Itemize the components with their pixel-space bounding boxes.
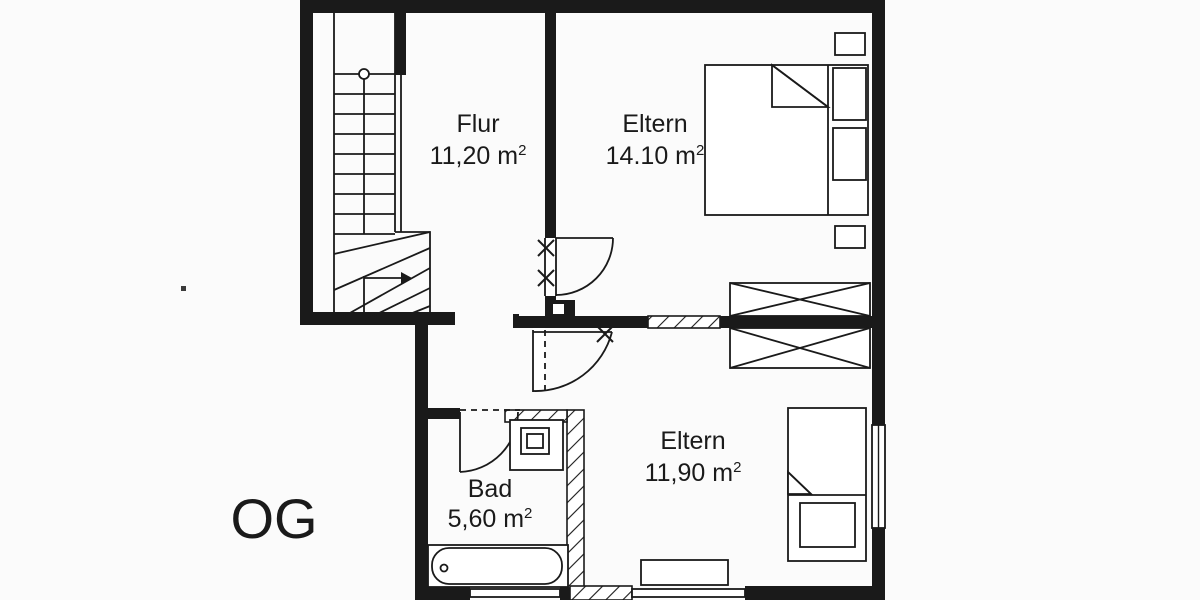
room-label-flur-area: 11,20 m2 (430, 142, 527, 170)
room-label-bad-name: Bad (468, 475, 512, 503)
room-label-eltern2-area: 11,90 m2 (645, 459, 742, 487)
furniture-eltern1 (704, 32, 869, 249)
bed-pillow-1 (832, 67, 867, 121)
wall-bad-left-stub (428, 408, 460, 419)
wall-exterior-top (300, 0, 885, 13)
wardrobe-lower-x2 (729, 327, 871, 369)
hatched-wall-group (504, 315, 721, 600)
furniture-wardrobes (729, 282, 871, 369)
wall-hatched-bottom (569, 585, 633, 600)
wall-hatched-corridor (647, 315, 721, 329)
window-bottom-eltern2 (631, 588, 746, 598)
toilet-outer (520, 427, 550, 455)
stair-winder-5 (394, 305, 431, 321)
bed-pillow-2 (832, 127, 867, 181)
wall-exterior-left-upper (300, 0, 313, 325)
room-labels: Flur 11,20 m2 Eltern 14.10 m2 Bad 5,60 m… (230, 110, 741, 550)
wall-interior-horizontal-left (513, 316, 673, 328)
furniture-bad (427, 419, 569, 588)
stair-winder-1 (333, 231, 431, 255)
hinge-marks-eltern1 (537, 239, 555, 287)
door-swing-eltern2 (532, 331, 613, 392)
door-opening-eltern2 (533, 328, 545, 390)
wall-hatched-bad-right (566, 409, 585, 589)
stair-winder-4 (364, 287, 431, 321)
bathtub (431, 547, 563, 585)
wall-interior-horizontal-right (718, 316, 885, 328)
toilet-inner (526, 433, 544, 449)
wall-junction-void (553, 304, 564, 314)
wall-exterior-bottom-right (745, 586, 885, 600)
room-label-flur-name: Flur (456, 110, 499, 138)
staircase (333, 13, 431, 322)
nightstand-bottom (834, 225, 866, 249)
stair-wall-block (395, 13, 406, 75)
single-bed-duvet-diagonal (787, 471, 813, 496)
hinge-marks-eltern2 (596, 325, 614, 343)
stair-winder-3 (340, 267, 431, 319)
single-bed-pillow (799, 502, 856, 548)
stair-start-marker (358, 68, 370, 80)
room-label-eltern1-area: 14.10 m2 (606, 142, 705, 170)
stair-winder-2 (333, 247, 431, 291)
room-label-eltern2-name: Eltern (660, 427, 725, 455)
wall-interior-horizontal-cap (513, 314, 519, 328)
floor-level-label: OG (230, 487, 317, 550)
furniture-eltern2 (640, 407, 867, 586)
wall-exterior-left-lower (415, 312, 428, 600)
stair-direction-arrow (401, 272, 412, 284)
wall-interior-flur-eltern1 (545, 0, 556, 238)
room-label-eltern1-name: Eltern (622, 110, 687, 138)
bed-duvet-diagonal (771, 64, 829, 108)
artifact-dot (181, 286, 186, 291)
room-label-bad-area: 5,60 m2 (448, 505, 533, 533)
dresser (640, 559, 729, 586)
window-bottom-bad (469, 588, 561, 598)
wardrobe-upper-x2 (729, 282, 871, 317)
nightstand-top (834, 32, 866, 56)
bathtub-drain (439, 563, 449, 573)
wall-exterior-right-upper (872, 0, 885, 425)
wall-exterior-right-lower (872, 528, 885, 600)
door-opening-eltern1 (545, 238, 556, 296)
wall-exterior-bottom-left (415, 586, 470, 600)
window-group (469, 424, 886, 598)
door-swing-eltern1 (555, 237, 614, 296)
